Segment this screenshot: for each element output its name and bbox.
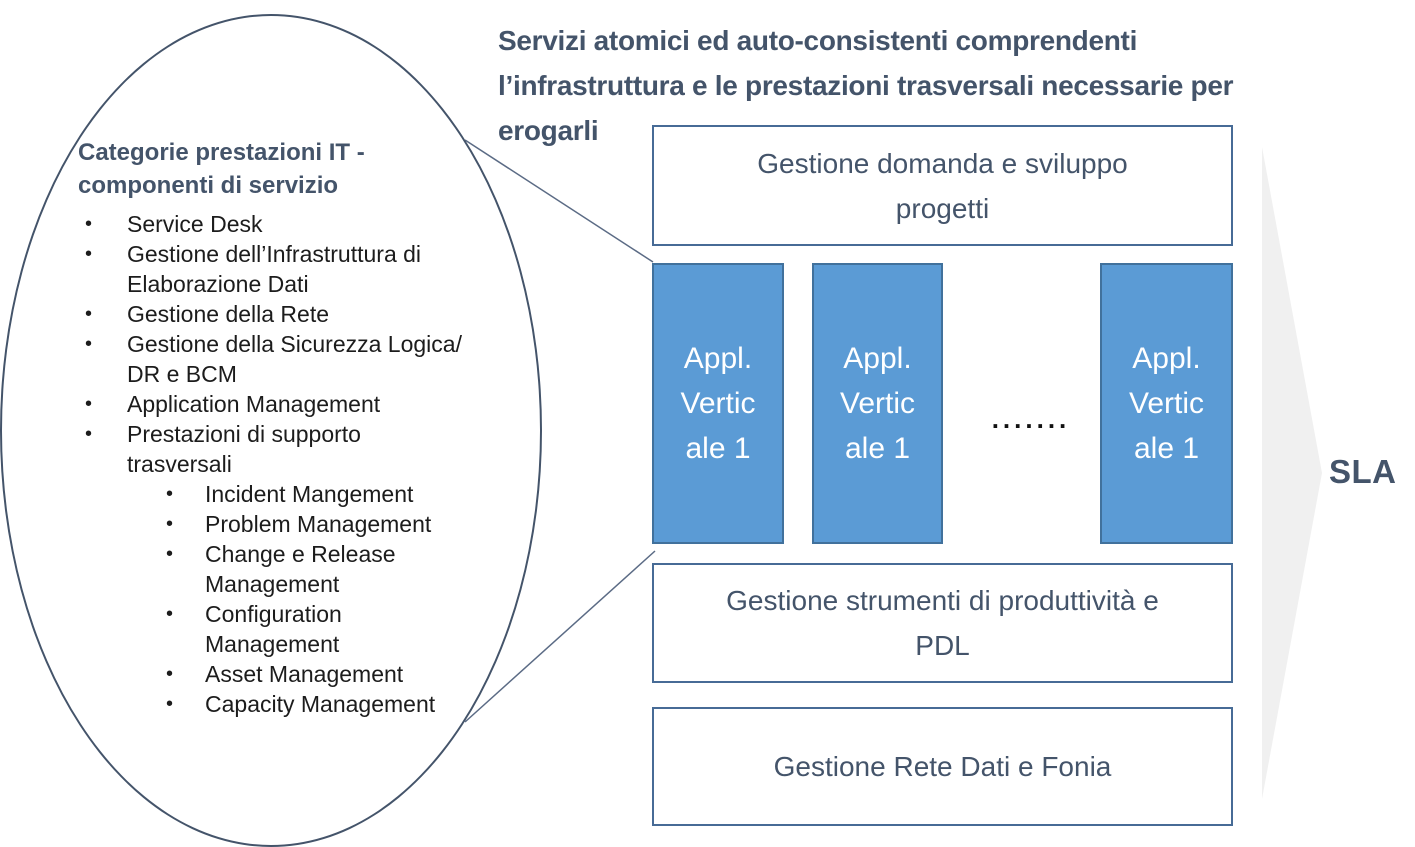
categories-list-item: • Prestazioni di supporto trasversali [78, 419, 508, 479]
box-label-line: Gestione Rete Dati e Fonia [773, 751, 1112, 782]
categories-ellipse [0, 14, 542, 847]
box-label-line: ale 1 [1133, 432, 1200, 465]
box-label-line: ale 1 [844, 432, 911, 465]
connector-line-top [464, 139, 654, 263]
categories-list-item: • Gestione dell’Infrastruttura di Elaboraz… [78, 239, 508, 299]
connector-line-bottom [464, 550, 656, 723]
categories-list-item: • Incident Mangement [78, 479, 508, 509]
page-title-line: l’infrastruttura e le prestazioni trasve… [498, 70, 1234, 101]
categories-list-item-label: Gestione dell’Infrastruttura di [127, 241, 422, 267]
categories-list-item-label: Asset Management [205, 661, 404, 687]
page-title-line: Servizi atomici ed auto-consistenti comp… [498, 25, 1138, 56]
box-label-line: Vertic [680, 387, 756, 420]
categories-list-item-label: Elaborazione Dati [127, 271, 309, 297]
box-gestione-strumenti: Gestione strumenti di produttività e PDL [652, 563, 1233, 683]
categories-list-item: • Gestione della Rete [78, 299, 508, 329]
box-label-line: Gestione domanda e sviluppo [757, 147, 1128, 179]
categories-list-item-label: Gestione della Rete [127, 301, 330, 327]
categories-panel: Categorie prestazioni IT - componenti di… [78, 136, 508, 719]
bullet-icon: • [85, 393, 93, 415]
bullet-icon: • [85, 333, 93, 355]
box-label-line: Gestione strumenti di produttività e [726, 585, 1159, 616]
categories-list-item-label: Change e Release [205, 541, 396, 567]
categories-list-item: • Application Management [78, 389, 508, 419]
categories-list-item-label: Application Management [127, 391, 381, 417]
bullet-icon: • [85, 303, 93, 325]
box-label-line: Vertic [839, 387, 916, 420]
categories-list-item-label: Problem Management [205, 511, 432, 537]
page-title-line: erogarli [498, 115, 599, 146]
categories-list-item: • Service Desk [78, 209, 508, 239]
categories-heading-line: Categorie prestazioni IT - [78, 139, 365, 166]
categories-list-item: • Capacity Management [78, 689, 508, 719]
bullet-icon: • [166, 543, 174, 565]
box-label-line: Appl. [1132, 342, 1201, 375]
categories-list-item-label: Service Desk [127, 211, 263, 237]
categories-heading-line: componenti di servizio [78, 172, 339, 199]
categories-list-item-label: Prestazioni di supporto [127, 421, 361, 447]
bullet-icon: • [85, 243, 93, 265]
box-gestione-rete: Gestione Rete Dati e Fonia [652, 707, 1233, 826]
categories-heading: Categorie prestazioni IT - componenti di… [78, 136, 508, 202]
box-label-line: PDL [915, 630, 970, 661]
box-appl-verticale-2: Appl. Vertic ale 1 [812, 263, 943, 544]
bullet-icon: • [166, 603, 174, 625]
bullet-icon: • [85, 213, 93, 235]
categories-list-item: • Problem Management [78, 509, 508, 539]
bullet-icon: • [166, 693, 174, 715]
box-label-line: progetti [895, 192, 990, 224]
categories-list-item-label: Gestione della Sicurezza Logica/ [127, 331, 462, 357]
box-appl-verticale-3: Appl. Vertic ale 1 [1100, 263, 1233, 544]
bullet-icon: • [166, 483, 174, 505]
categories-list-item-label: trasversali [127, 451, 232, 477]
bullet-icon: • [166, 663, 174, 685]
box-label-line: ale 1 [685, 432, 751, 465]
bullet-icon: • [166, 513, 174, 535]
box-appl-verticale-1: Appl. Vertic ale 1 [652, 263, 784, 544]
box-label-line: Appl. [843, 342, 912, 375]
categories-list-item-label: Incident Mangement [205, 481, 414, 507]
categories-list-item-label: Management [205, 571, 340, 597]
categories-list-item-label: Management [205, 631, 340, 657]
sla-arrow [1262, 147, 1322, 799]
categories-list-item: • Gestione della Sicurezza Logica/DR e BC… [78, 329, 508, 389]
categories-list-item-label: DR e BCM [127, 361, 237, 387]
categories-list: • Service Desk • Gestione dell’Infrastruttu… [78, 209, 508, 719]
categories-list-item-label: Configuration [205, 601, 342, 627]
ellipsis-dots: ....... [991, 404, 1071, 434]
categories-list-item-label: Capacity Management [205, 691, 436, 717]
bullet-icon: • [85, 423, 93, 445]
page-title: Servizi atomici ed auto-consistenti comp… [498, 18, 1234, 153]
box-label-line: Appl. [683, 342, 753, 375]
categories-list-item: • Asset Management [78, 659, 508, 689]
sla-label: SLA [1329, 453, 1397, 490]
box-gestione-domanda: Gestione domanda e sviluppo progetti [652, 125, 1233, 246]
box-label-line: Vertic [1128, 387, 1205, 420]
